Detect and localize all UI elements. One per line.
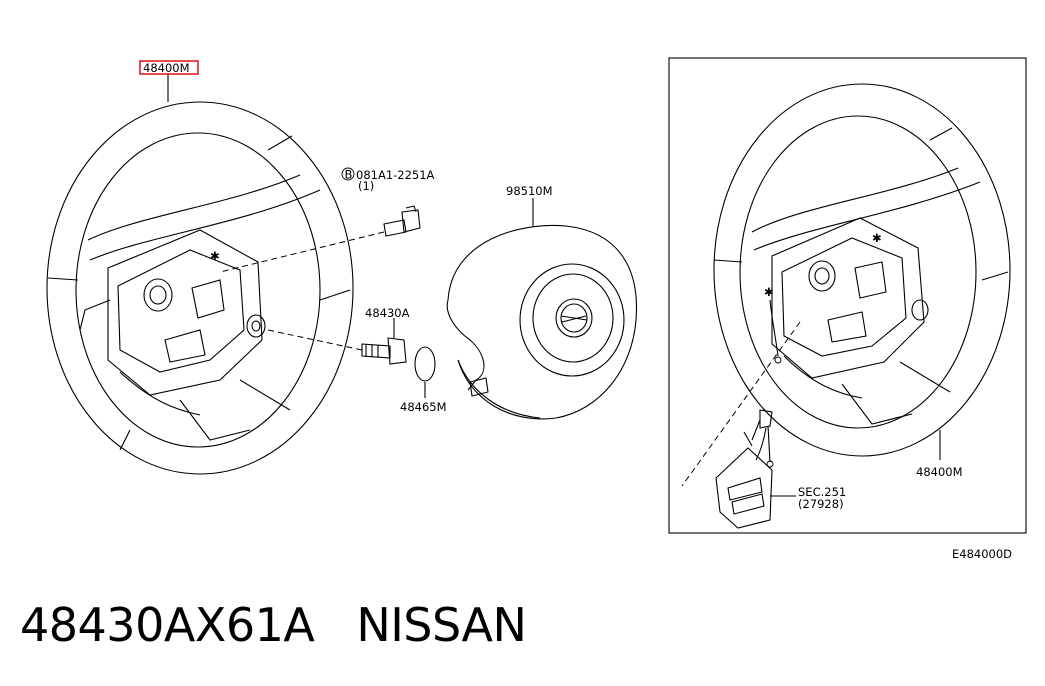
svg-text:✱: ✱ [210, 249, 220, 263]
airbag-module-drawing [446, 198, 638, 420]
svg-text:✱: ✱ [872, 231, 882, 245]
label-bolt-part[interactable]: 081A1-2251A [356, 168, 435, 182]
label-plug-part[interactable]: 48465M [400, 400, 447, 414]
part-caption: 48430AX61A NISSAN [20, 598, 527, 652]
bolt-drawing [219, 205, 421, 273]
nut-drawing [267, 318, 407, 365]
highlight-box [139, 60, 199, 75]
part-number: 48430AX61A [20, 598, 315, 652]
steering-wheel-drawing: ✱ [46, 74, 354, 475]
label-nut-part[interactable]: 48430A [365, 306, 410, 320]
label-wheel-part[interactable]: 48400M [143, 61, 190, 75]
label-switch-ref[interactable]: SEC.251 [798, 485, 846, 499]
steering-switch-drawing [715, 409, 796, 529]
label-airbag-part[interactable]: 98510M [506, 184, 553, 198]
brand-name: NISSAN [356, 598, 527, 652]
bolt-marker: B [345, 168, 353, 182]
diagram-code: E484000D [952, 547, 1012, 561]
label-switch-ref-code: (27928) [798, 497, 844, 511]
inset-steering-wheel-drawing: ✱ ✱ [681, 83, 1011, 487]
inset-frame [668, 57, 1027, 534]
svg-text:✱: ✱ [764, 285, 774, 299]
label-inset-wheel-part[interactable]: 48400M [916, 465, 963, 479]
label-bolt-qty: (1) [358, 179, 374, 193]
plug-drawing [414, 346, 436, 398]
